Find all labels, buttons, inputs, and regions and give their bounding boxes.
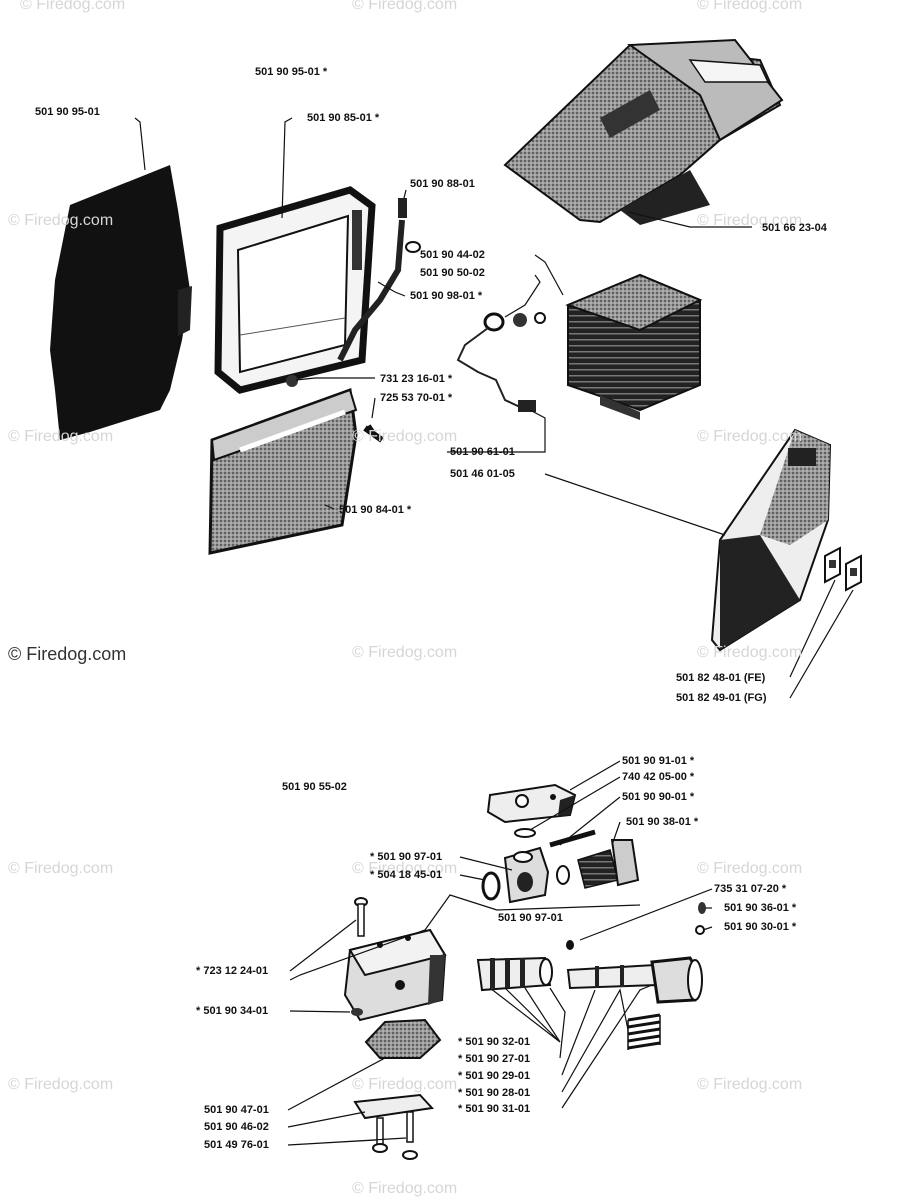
- washer: [514, 828, 536, 838]
- part-label: 501 90 85-01 *: [307, 112, 380, 124]
- part-label: * 723 12 24-01: [196, 965, 269, 977]
- adjuster-screw: [577, 839, 640, 889]
- part-label: 735 31 07-20 *: [714, 883, 787, 895]
- part-label: * 501 90 29-01: [458, 1070, 531, 1082]
- upper-leader-lines: [134, 117, 854, 699]
- watermark: © Firedog.com: [697, 428, 803, 445]
- fuel-hose: [337, 198, 421, 362]
- part-label: 725 53 70-01 *: [380, 392, 453, 404]
- pump-cover-plate: [486, 783, 577, 824]
- pin: [549, 829, 596, 848]
- pump-housing-block: [343, 928, 447, 1022]
- watermark: © Firedog.com: [352, 644, 458, 661]
- watermark: © Firedog.com: [697, 1076, 803, 1093]
- watermark: © Firedog.com: [352, 428, 458, 445]
- part-label: 501 90 50-02: [420, 267, 485, 279]
- top-cylinder-cover: [503, 38, 784, 225]
- check-ball: [566, 940, 574, 950]
- bolt-723: [354, 897, 368, 937]
- pump-body: [481, 846, 570, 904]
- watermark: © Firedog.com: [8, 1076, 114, 1093]
- part-label: 501 90 38-01 *: [626, 816, 699, 828]
- part-label: 501 90 30-01 *: [724, 921, 797, 933]
- part-label: 501 90 61-01: [450, 446, 515, 458]
- watermark: © Firedog.com: [8, 860, 114, 877]
- engine-cylinder: [565, 273, 703, 420]
- watermark: © Firedog.com: [352, 0, 458, 13]
- filter-frame: [214, 186, 376, 394]
- bottom-plate: [353, 1093, 435, 1120]
- part-label: * 504 18 45-01: [370, 869, 443, 881]
- watermark: © Firedog.com: [352, 860, 458, 877]
- part-label: 501 90 44-02: [420, 249, 485, 261]
- seal-536: [695, 925, 705, 935]
- gasket: [364, 1018, 442, 1059]
- part-label: 501 90 90-01 *: [622, 791, 695, 803]
- lower-leader-lines: [287, 760, 713, 1146]
- part-label: 501 90 84-01 *: [339, 504, 412, 516]
- watermark-main: © Firedog.com: [8, 644, 127, 664]
- black-side-cover: [50, 165, 192, 440]
- air-filter-element: [208, 387, 358, 555]
- part-label: 501 90 97-01: [498, 912, 563, 924]
- watermark: © Firedog.com: [697, 644, 803, 661]
- watermark: © Firedog.com: [352, 1076, 458, 1093]
- ignition-cable: [456, 312, 546, 412]
- part-label: 501 90 55-02: [282, 781, 347, 793]
- decal-fe: [824, 546, 841, 584]
- decal-fg: [845, 554, 862, 592]
- part-label: 501 90 95-01: [35, 106, 100, 118]
- plunger: [566, 956, 703, 1004]
- part-label: 501 90 36-01 *: [724, 902, 797, 914]
- part-label: 501 49 76-01: [204, 1139, 269, 1151]
- part-label: * 501 90 28-01: [458, 1087, 531, 1099]
- part-label: * 501 90 27-01: [458, 1053, 531, 1065]
- part-label: * 501 90 97-01: [370, 851, 443, 863]
- screw-731: [286, 375, 298, 387]
- valve-spool: [476, 956, 553, 992]
- watermark: © Firedog.com: [697, 0, 803, 13]
- watermark: © Firedog.com: [697, 212, 803, 229]
- part-label: 731 23 16-01 *: [380, 373, 453, 385]
- spring: [627, 1013, 661, 1050]
- plate-screws: [372, 1111, 418, 1160]
- part-label: 501 90 88-01: [410, 178, 475, 190]
- part-label: 501 90 91-01 *: [622, 755, 695, 767]
- part-label: 501 90 95-01 *: [255, 66, 328, 78]
- part-label: 501 90 46-02: [204, 1121, 269, 1133]
- part-label: * 501 90 32-01: [458, 1036, 531, 1048]
- part-label: 740 42 05-00 *: [622, 771, 695, 783]
- part-label: * 501 90 34-01: [196, 1005, 269, 1017]
- part-label: * 501 90 31-01: [458, 1103, 531, 1115]
- watermark: © Firedog.com: [8, 428, 114, 445]
- watermark: © Firedog.com: [20, 0, 126, 13]
- part-label: 501 90 98-01 *: [410, 290, 483, 302]
- part-label: 501 66 23-04: [762, 222, 827, 234]
- screw-725: [363, 424, 384, 443]
- handle-housing: [710, 428, 832, 652]
- watermark: © Firedog.com: [352, 1180, 458, 1197]
- screw-534: [351, 1008, 363, 1016]
- part-label: 501 82 49-01 (FG): [676, 692, 767, 704]
- watermark: © Firedog.com: [697, 860, 803, 877]
- screw-735: [698, 902, 706, 914]
- part-label: 501 82 48-01 (FE): [676, 672, 766, 684]
- watermark: © Firedog.com: [8, 212, 114, 229]
- part-label: 501 90 47-01: [204, 1104, 269, 1116]
- part-label: 501 46 01-05: [450, 468, 515, 480]
